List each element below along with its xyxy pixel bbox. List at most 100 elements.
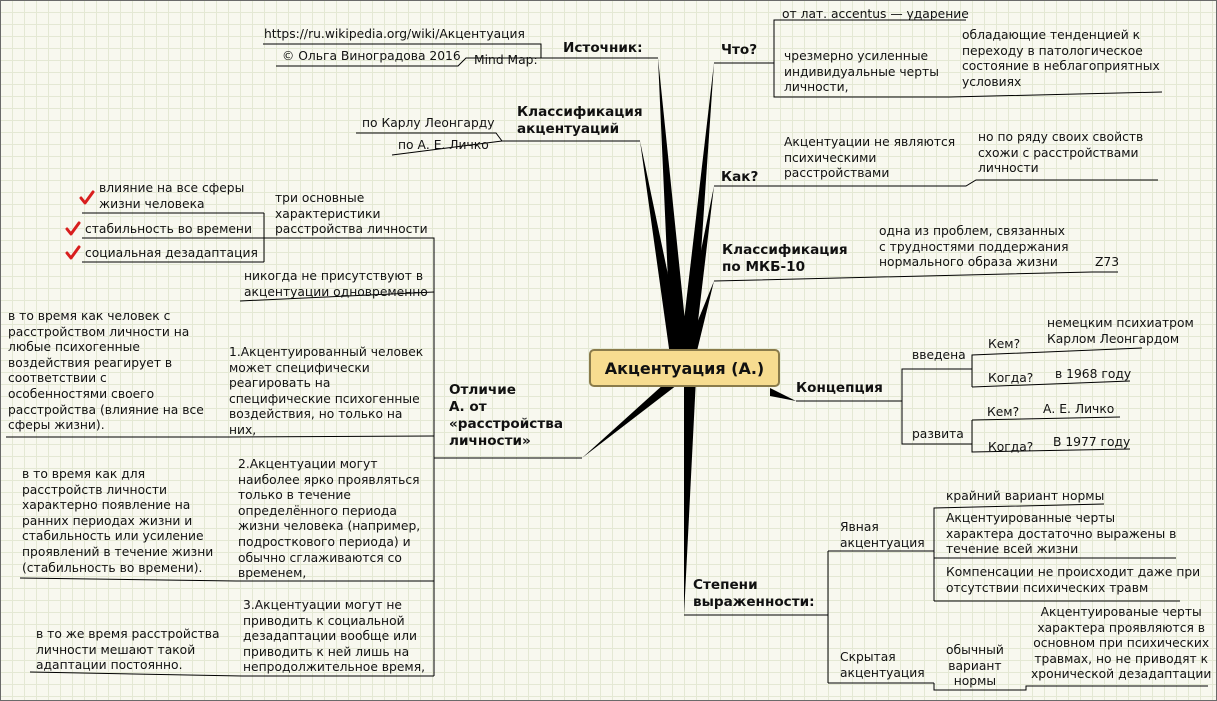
difference-never-line: никогда не присутствуют в (244, 269, 424, 283)
concept-title[interactable]: Концепция (796, 380, 883, 396)
concept-dev-who-label[interactable]: Кем? (987, 405, 1020, 419)
degrees-explicit-line: акцентуация (840, 535, 925, 550)
degrees-explicit[interactable]: Явная акцентуация (840, 520, 925, 551)
icd-code[interactable]: Z73 (1095, 255, 1120, 269)
degrees-hidden[interactable]: Скрытая акцентуация (840, 650, 925, 681)
concept-developed[interactable]: развита (912, 427, 964, 441)
classification-title[interactable]: Классификация акцентуаций (517, 104, 643, 138)
node-text-line: может специфически (229, 360, 370, 375)
degrees-title[interactable]: Степени выраженности: (693, 577, 815, 611)
source-mindmap-label: Mind Map: (474, 53, 538, 67)
source-title[interactable]: Источник: (563, 40, 643, 56)
node-text-line: Компенсации не происходит даже при (946, 565, 1201, 579)
node-text-line: реагировать на (229, 376, 331, 391)
degrees-title-line: выраженности: (693, 594, 815, 610)
node-text-line: соответствии с (8, 371, 107, 386)
node-text-line: с трудностями поддержания (879, 239, 1069, 254)
concept-dev-when[interactable]: В 1977 году (1053, 435, 1131, 449)
node-text-line: в то время как человек с (8, 309, 171, 323)
icd-title-line: по МКБ-10 (722, 259, 806, 275)
traits-title-line: расстройства личности (275, 222, 428, 237)
node-text-line: подросткового периода) и (238, 534, 411, 549)
icd-title[interactable]: Классификация по МКБ-10 (722, 242, 848, 276)
what-origin[interactable]: от лат. accentus — ударение (782, 7, 969, 21)
trait-item-stability[interactable]: стабильность во времени (85, 222, 252, 236)
node-text-line: личности мешают такой (36, 642, 196, 657)
concept-intro-who[interactable]: немецким психиатром Карлом Леонгардом (1047, 316, 1194, 347)
node-text-line: хронической дезадаптации (1031, 667, 1212, 682)
node-text-line: воздействия, но только на (229, 407, 403, 422)
what-title[interactable]: Что? (721, 42, 758, 58)
degrees-explicit-item[interactable]: крайний вариант нормы (946, 489, 1105, 503)
node-text-line: расстройством личности на (8, 324, 190, 339)
node-text-line: дезадаптации вообще или (243, 629, 417, 644)
node-text-line: них, (229, 422, 257, 437)
concept-dev-who[interactable]: А. Е. Личко (1043, 402, 1115, 416)
concept-intro-when[interactable]: в 1968 году (1055, 367, 1132, 381)
node-text-line: характера проявляются в (1037, 620, 1206, 635)
node-text-line: адаптации постоянно. (36, 658, 183, 673)
node-text-line: приводить к социальной (243, 613, 405, 628)
trait-item-disadaptation[interactable]: социальная дезадаптация (85, 246, 258, 260)
classification-title-line: Классификация (517, 104, 643, 120)
node-text-line: определённого периода (238, 503, 397, 518)
traits-title-line: три основные (275, 191, 365, 205)
node-text-line: Акцентуированые черты (1040, 605, 1202, 619)
classification-title-line: акцентуаций (517, 121, 620, 137)
node-text-line: переходу в патологическое (962, 43, 1143, 58)
node-text-line: схожи с расстройствами (978, 145, 1139, 160)
node-text-line: 3.Акцентуации могут не (243, 598, 403, 612)
concept-intro-who-line: немецким психиатром (1047, 316, 1194, 330)
trait-text: влияние на все сферы (99, 181, 245, 195)
node-text-line: особенностями своего (8, 386, 155, 401)
how-title[interactable]: Как? (721, 169, 759, 185)
trait-item-influence[interactable]: влияние на все сферы жизни человека (99, 181, 244, 212)
source-url-link[interactable]: https://ru.wikipedia.org/wiki/Акцентуаци… (264, 27, 525, 41)
concept-introduced[interactable]: введена (912, 348, 966, 362)
node-text-line: проявлений в течение жизни (22, 544, 214, 559)
node-text-line: (стабильность во времени). (22, 560, 203, 575)
node-text-line: нормы (953, 674, 997, 689)
node-text-line: условиях (962, 74, 1022, 89)
node-text-line: временем, (238, 566, 307, 581)
concept-dev-when-label[interactable]: Когда? (988, 440, 1034, 454)
node-text-line: характерно появление на (22, 498, 191, 513)
node-text-line: жизни человека (например, (238, 519, 421, 534)
difference-never-node[interactable]: никогда не присутствуют в акцентуации од… (244, 269, 428, 300)
node-text-line: расстройства (влияние на все (8, 402, 204, 417)
node-text-line: чрезмерно усиленные (784, 49, 929, 63)
node-text-line: в то же время расстройства (36, 627, 220, 641)
traits-title[interactable]: три основные характеристики расстройства… (275, 191, 428, 238)
difference-title-line: А. от (449, 399, 487, 415)
difference-title[interactable]: Отличие А. от «расстройства личности» (449, 382, 563, 450)
concept-intro-who-label[interactable]: Кем? (988, 337, 1021, 351)
trait-text: жизни человека (99, 196, 205, 211)
difference-never-line: акцентуации одновременно (244, 284, 428, 299)
branch-what (680, 63, 714, 355)
node-text-line: сферы жизни). (8, 418, 105, 433)
concept-intro-when-label[interactable]: Когда? (988, 371, 1034, 385)
node-text-line: характера достаточно выражены в (946, 526, 1177, 541)
classification-item[interactable]: по Карлу Леонгарду (362, 116, 495, 130)
classification-item[interactable]: по А. Е. Личко (398, 138, 489, 152)
degrees-title-line: Степени (693, 577, 758, 593)
node-text-line: вариант (948, 658, 1002, 673)
central-topic[interactable]: Акцентуация (А.) (589, 349, 780, 387)
